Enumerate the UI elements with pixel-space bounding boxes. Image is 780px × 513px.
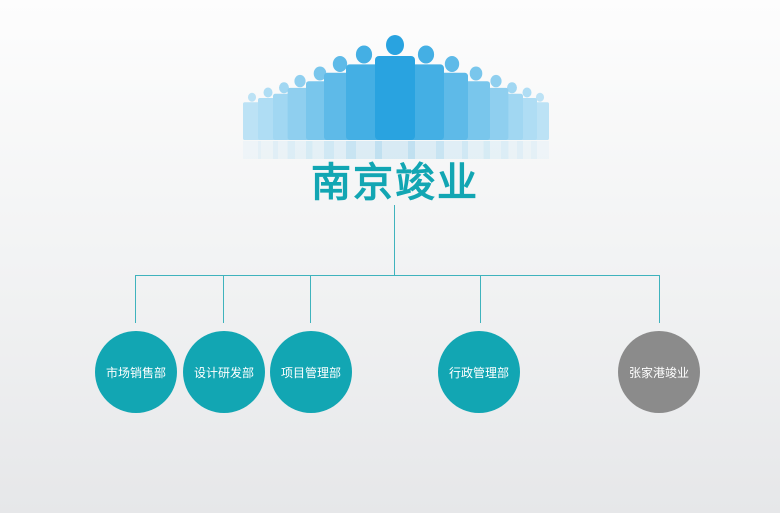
person-figure	[243, 92, 261, 159]
company-title: 南京竣业	[311, 160, 479, 206]
department-label: 行政管理部	[448, 365, 509, 380]
person-figure	[375, 35, 415, 159]
branch-connector	[135, 275, 136, 323]
department-node-admin[interactable]: 行政管理部	[438, 331, 520, 413]
trunk-connector	[394, 205, 395, 276]
branch-connector	[223, 275, 224, 323]
department-node-design[interactable]: 设计研发部	[183, 331, 265, 413]
department-node-zhangjiagang[interactable]: 张家港竣业	[618, 331, 700, 413]
department-label: 张家港竣业	[628, 365, 689, 380]
branch-connector	[480, 275, 481, 323]
horizontal-connector	[135, 275, 660, 276]
department-label: 市场销售部	[105, 365, 166, 380]
person-figure	[346, 45, 382, 159]
department-node-marketing[interactable]: 市场销售部	[95, 331, 177, 413]
person-figure	[462, 66, 490, 159]
branch-connector	[310, 275, 311, 323]
branch-connector	[659, 275, 660, 323]
department-label: 项目管理部	[280, 365, 341, 380]
department-label: 设计研发部	[193, 365, 254, 380]
department-node-project[interactable]: 项目管理部	[270, 331, 352, 413]
people-crowd-icon	[243, 35, 549, 159]
person-figure	[408, 45, 444, 159]
